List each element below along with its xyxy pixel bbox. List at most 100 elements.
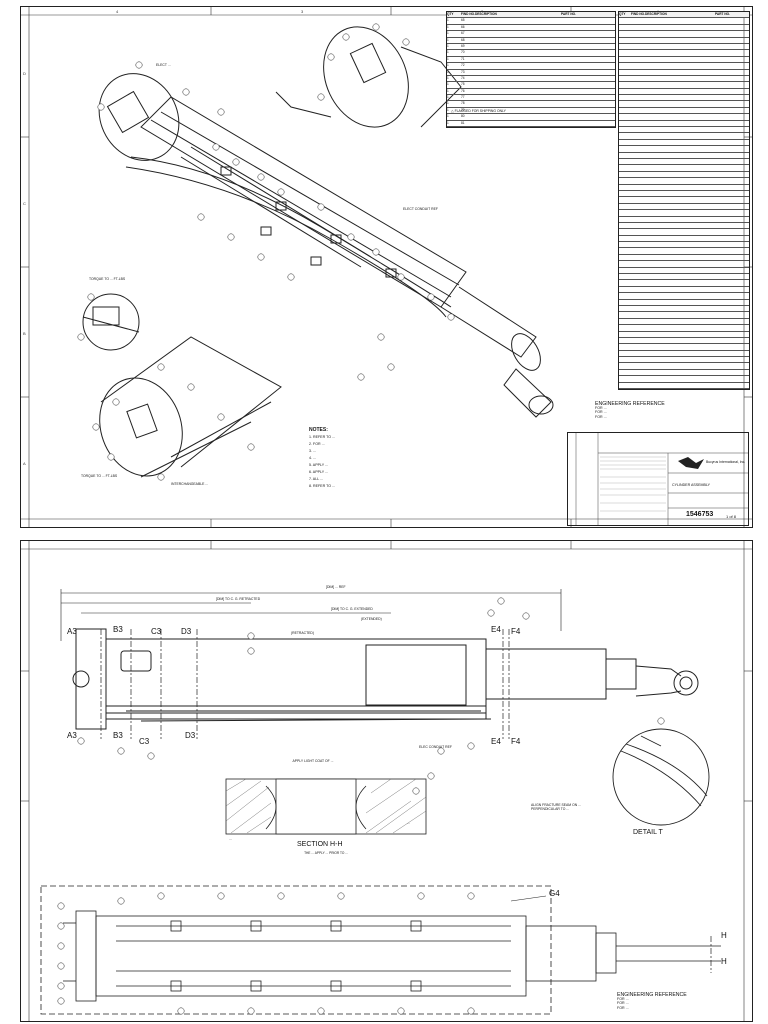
bom-row — [619, 383, 749, 390]
bom-row — [619, 159, 749, 166]
bom-row — [619, 351, 749, 358]
bom-row — [619, 325, 749, 332]
dim-cg-retracted: [DIM] TO C. G. RETRACTED — [216, 597, 261, 601]
find-number-balloon — [347, 233, 355, 241]
find-number-balloon — [447, 313, 455, 321]
find-number-balloon — [437, 747, 445, 755]
find-number-balloon — [467, 1007, 475, 1015]
callout-elect-conduit: ELECT CONDUIT REF — [403, 207, 438, 211]
note-item: 2. FOR ... — [309, 442, 325, 446]
find-number-balloon — [232, 158, 240, 166]
bom-cell: 1 — [447, 88, 449, 93]
bom-cell: 65 — [461, 18, 465, 23]
bom-row — [619, 210, 749, 217]
find-number-balloon — [217, 413, 225, 421]
find-number-balloon — [277, 892, 285, 900]
bom-row — [619, 121, 749, 128]
bom-cell: 66 — [461, 24, 465, 29]
section-marker-e4-bottom: E4 — [491, 737, 501, 746]
find-number-balloon — [402, 38, 410, 46]
bom-row — [619, 185, 749, 191]
find-number-balloon — [357, 373, 365, 381]
eng-ref-heading: ENGINEERING REFERENCE — [617, 992, 687, 998]
bom-cell: 1 — [447, 63, 449, 68]
section-marker-a3-top: A3 — [67, 627, 77, 636]
find-number-balloon — [112, 398, 120, 406]
find-number-balloon — [247, 632, 255, 640]
section-marker-a3-bottom: A3 — [67, 731, 77, 740]
find-number-balloon — [377, 333, 385, 341]
find-number-balloon — [182, 88, 190, 96]
bom-row: 1 69 — [447, 43, 615, 51]
bom-cell: 69 — [461, 43, 465, 48]
find-number-balloon — [87, 293, 95, 301]
note-item: 7. ALL ... — [309, 477, 324, 481]
bom-cell: 79 — [461, 107, 465, 112]
find-number-balloon — [157, 473, 165, 481]
bom-row — [619, 133, 749, 140]
find-number-balloon — [217, 892, 225, 900]
find-number-balloon — [397, 1007, 405, 1015]
eng-ref-line: FOR ... — [617, 1001, 629, 1006]
section-marker-c3-bottom: C3 — [139, 737, 150, 746]
dim-retracted: (RETRACTED) — [291, 631, 314, 635]
notes-list: 1. REFER TO ...2. FOR ...3. ...4. ...5. … — [309, 434, 519, 490]
bom-row — [619, 165, 749, 172]
find-number-balloon — [157, 363, 165, 371]
bom-row — [619, 255, 749, 262]
bom-row — [619, 261, 749, 268]
bom-row — [619, 57, 749, 64]
section-hh-note-left: ... — [229, 837, 232, 841]
section-marker-f4-top: F4 — [511, 627, 521, 636]
find-number-balloon — [487, 609, 495, 617]
find-number-balloon — [337, 892, 345, 900]
bom-cell: 67 — [461, 31, 465, 36]
svg-text:3: 3 — [301, 9, 304, 14]
find-number-balloon — [372, 248, 380, 256]
find-number-balloon — [57, 982, 65, 990]
drawing-number: 1546753 — [686, 511, 714, 518]
flagged-note: △ FLAGGED FOR SHIPPING ONLY — [451, 109, 506, 113]
bom-row: 1 66 — [447, 24, 615, 32]
bom-cell: 1 — [447, 107, 449, 112]
bom-row — [619, 127, 749, 134]
find-number-balloon — [497, 597, 505, 605]
note-item: 3. ... — [309, 449, 316, 453]
engineering-reference-2: ENGINEERING REFERENCE FOR ... FOR ... FO… — [617, 992, 727, 1010]
bom-cell: 1 — [447, 31, 449, 36]
detail-t-note: ALIGN FRACTURE SEAM ON ... PERPENDICULAR… — [531, 803, 581, 811]
bom-row — [619, 18, 749, 25]
bom-row — [619, 172, 749, 179]
bom-row — [619, 319, 749, 326]
find-number-balloon — [147, 752, 155, 760]
note-item: 6. APPLY ... — [309, 470, 329, 474]
section-marker-c3-top: C3 — [151, 627, 162, 636]
bom-cell: 74 — [461, 75, 465, 80]
eng-ref-line: FOR ... — [595, 414, 607, 419]
dim-cg-extended: [DIM] TO C. G. EXTENDED — [331, 607, 373, 611]
bom-cell: 1 — [447, 95, 449, 100]
find-number-balloon — [117, 747, 125, 755]
bom-cell: 1 — [447, 50, 449, 55]
find-number-balloon — [157, 892, 165, 900]
find-number-balloon — [277, 188, 285, 196]
find-number-balloon — [657, 717, 665, 725]
title-block: Bucyrus International, Inc. CYLINDER ASS… — [567, 432, 749, 526]
note-item: 4. ... — [309, 456, 316, 460]
bom-header-qty: QTY — [619, 12, 626, 16]
bom-cell: 1 — [447, 24, 449, 29]
bom-cell: 72 — [461, 63, 465, 68]
bom-row — [619, 280, 749, 287]
dim-top-overall: [DIM] ... REF — [326, 585, 346, 589]
find-number-balloon — [387, 363, 395, 371]
bom-cell: 1 — [447, 43, 449, 48]
callout-label-tl: ELECT ... — [156, 63, 171, 67]
bom-row — [619, 248, 749, 255]
